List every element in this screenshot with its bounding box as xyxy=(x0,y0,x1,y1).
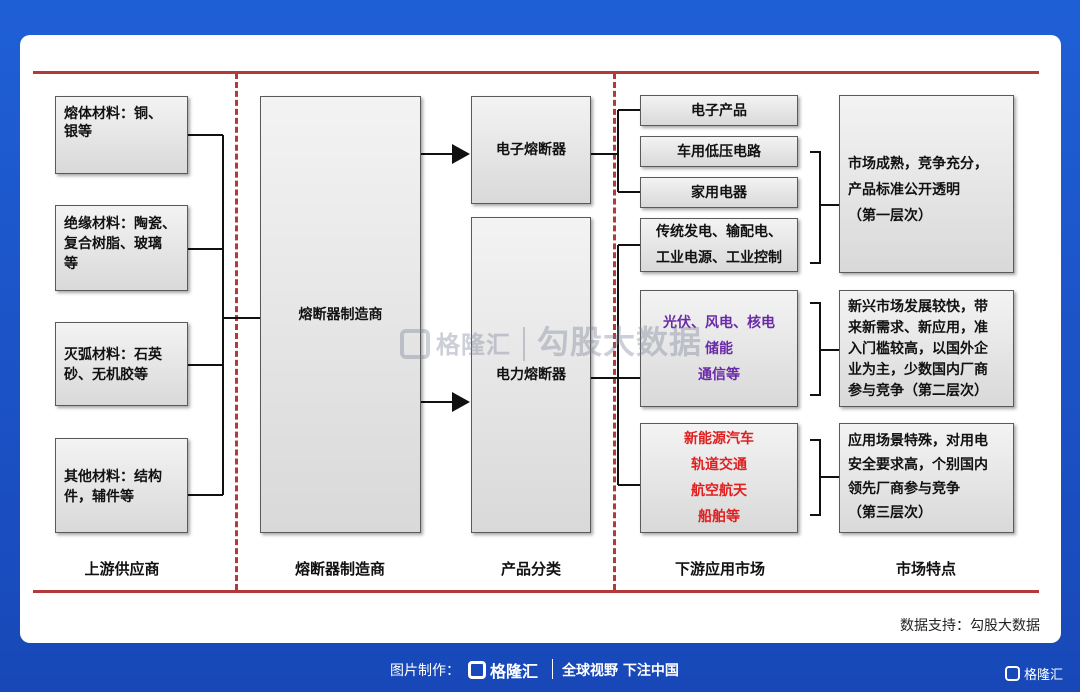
market-traditional-power: 传统发电、输配电、 工业电源、工业控制 xyxy=(640,218,798,272)
corner-brand: 格隆汇 xyxy=(1024,668,1064,683)
diagram-card: 熔体材料：铜、 银等 绝缘材料：陶瓷、 复合树脂、玻璃 等 灭弧材料：石英 砂、… xyxy=(20,35,1061,643)
column-divider-2 xyxy=(613,73,616,590)
data-credit: 数据支持：勾股大数据 xyxy=(900,618,1040,634)
market-home-appliances: 家用电器 xyxy=(640,177,798,208)
supplier-other-materials: 其他材料：结构 件，辅件等 xyxy=(55,438,188,533)
supplier-insulation-materials: 绝缘材料：陶瓷、 复合树脂、玻璃 等 xyxy=(55,205,188,291)
column-divider-1 xyxy=(235,73,238,590)
label-features: 市场特点 xyxy=(895,560,956,578)
footer-brand: 格隆汇 xyxy=(490,662,539,681)
top-divider xyxy=(33,71,1039,74)
market-emerging: 光伏、风电、核电 储能 通信等 xyxy=(640,290,798,407)
market-special: 新能源汽车 轨道交通 航空航天 船舶等 xyxy=(640,423,798,533)
manufacturer-box: 熔断器制造商 xyxy=(260,96,421,533)
label-upstream: 上游供应商 xyxy=(84,560,160,578)
connector-lines xyxy=(188,109,840,516)
power-fuse-box: 电力熔断器 xyxy=(471,217,591,533)
label-products: 产品分类 xyxy=(500,560,561,578)
footer-logo-icon xyxy=(468,661,486,679)
market-electronics: 电子产品 xyxy=(640,95,798,126)
supplier-arc-materials: 灭弧材料：石英 砂、无机胶等 xyxy=(55,322,188,406)
footer-bar: 图片制作： 格隆汇 全球视野 下注中国 格隆汇 xyxy=(0,653,1080,683)
footer-slogan: 全球视野 下注中国 xyxy=(562,663,679,679)
label-downstream: 下游应用市场 xyxy=(674,560,765,578)
electronic-fuse-box: 电子熔断器 xyxy=(471,96,591,204)
supplier-melt-materials: 熔体材料：铜、 银等 xyxy=(55,96,188,174)
feature-tier-two: 新兴市场发展较快，带 来新需求、新应用，准 入门槛较高，以国外企 业为主，少数国… xyxy=(839,290,1014,407)
market-auto-low-voltage: 车用低压电路 xyxy=(640,136,798,167)
corner-logo-icon xyxy=(1005,666,1020,681)
bottom-divider xyxy=(33,590,1039,593)
feature-tier-three: 应用场景特殊，对用电 安全要求高，个别国内 领先厂商参与竞争 （第三层次） xyxy=(839,423,1014,533)
footer-separator xyxy=(552,659,553,679)
footer-made-by: 图片制作： xyxy=(390,663,460,679)
feature-tier-one: 市场成熟，竞争充分， 产品标准公开透明 （第一层次） xyxy=(839,95,1014,273)
watermark-separator xyxy=(523,327,525,361)
label-manufacturer: 熔断器制造商 xyxy=(294,560,385,578)
watermark-logo-icon xyxy=(400,329,430,359)
watermark: 格隆汇勾股大数据 xyxy=(400,317,702,363)
